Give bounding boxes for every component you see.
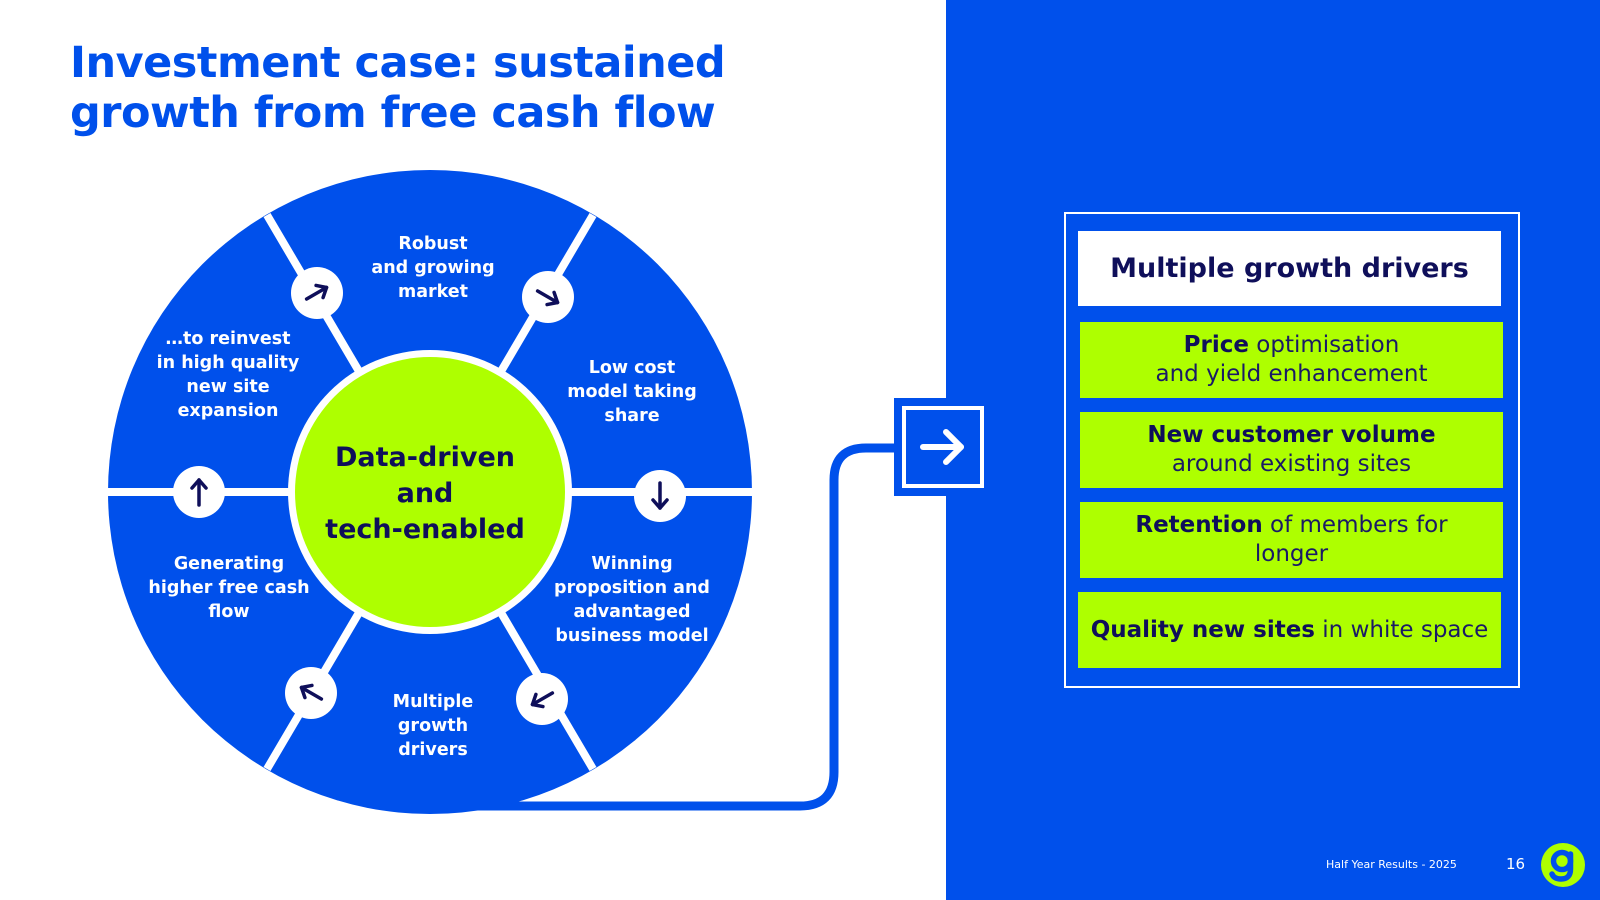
arrow-node-top-left bbox=[291, 267, 343, 319]
driver-price: Price optimisation and yield enhancement bbox=[1080, 322, 1503, 398]
arrow-node-right bbox=[634, 470, 686, 522]
arrow-node-bottom-left bbox=[285, 667, 337, 719]
driver-line-1: Price optimisation bbox=[1184, 331, 1400, 360]
driver-line-1: New customer volume bbox=[1147, 421, 1435, 450]
segment-multiple-growth-drivers: Multiple growth drivers bbox=[348, 690, 518, 762]
driver-keyword: New customer volume bbox=[1147, 422, 1436, 448]
arrow-node-bottom-right bbox=[516, 673, 568, 725]
segment-line: Low cost bbox=[588, 358, 676, 378]
segment-line: business model bbox=[555, 626, 709, 646]
wheel-hub bbox=[295, 357, 565, 627]
connector-line bbox=[430, 443, 900, 811]
segment-robust-market: Robust and growing market bbox=[348, 232, 518, 304]
driver-line-2: and yield enhancement bbox=[1155, 361, 1428, 387]
segment-line: new site bbox=[186, 377, 270, 397]
segment-line: …to reinvest bbox=[165, 329, 291, 349]
connector-arrow-frame bbox=[902, 406, 984, 488]
segment-line: market bbox=[397, 282, 469, 302]
segment-line: proposition and bbox=[554, 578, 710, 598]
segment-line: drivers bbox=[398, 740, 468, 760]
driver-text: of members for bbox=[1262, 512, 1448, 538]
wheel-center-label: Data-driven and tech-enabled bbox=[310, 440, 540, 548]
segment-line: and growing bbox=[371, 258, 495, 278]
segment-line: growth bbox=[397, 716, 469, 736]
segment-line: share bbox=[604, 406, 660, 426]
segment-line: Winning bbox=[591, 554, 673, 574]
brand-logo-icon bbox=[1541, 843, 1585, 887]
arrow-right-icon bbox=[920, 429, 964, 465]
driver-new-customer-volume: New customer volume around existing site… bbox=[1080, 412, 1503, 488]
segment-low-cost-model: Low cost model taking share bbox=[547, 356, 717, 428]
segment-free-cash-flow: Generating higher free cash flow bbox=[144, 552, 314, 624]
arrow-node-top-right bbox=[522, 271, 574, 323]
driver-line-2: longer bbox=[1254, 541, 1329, 567]
segment-line: Robust bbox=[398, 234, 468, 254]
driver-line-1: Quality new sites in white space bbox=[1091, 616, 1489, 645]
segment-reinvest: …to reinvest in high quality new site ex… bbox=[143, 327, 313, 423]
center-line: tech-enabled bbox=[325, 514, 525, 545]
arrow-node-left bbox=[173, 466, 225, 518]
driver-keyword: Retention bbox=[1135, 512, 1263, 538]
segment-winning-proposition: Winning proposition and advantaged busin… bbox=[547, 552, 717, 648]
driver-keyword: Quality new sites bbox=[1090, 616, 1315, 643]
page-number: 16 bbox=[1506, 855, 1526, 873]
segment-line: Multiple bbox=[392, 692, 474, 712]
growth-drivers-panel bbox=[1064, 212, 1520, 688]
driver-quality-new-sites: Quality new sites in white space bbox=[1078, 592, 1501, 668]
center-line: and bbox=[396, 478, 454, 509]
driver-line-1: Retention of members for bbox=[1135, 511, 1447, 540]
segment-line: expansion bbox=[177, 401, 279, 421]
driver-line-2: around existing sites bbox=[1171, 451, 1412, 477]
footer-text: Half Year Results - 2025 bbox=[1326, 858, 1457, 871]
growth-drivers-header: Multiple growth drivers bbox=[1078, 231, 1501, 306]
driver-text: in white space bbox=[1314, 616, 1489, 643]
segment-line: higher free cash bbox=[148, 578, 310, 598]
segment-line: advantaged bbox=[573, 602, 691, 622]
segment-line: flow bbox=[208, 602, 250, 622]
segment-line: Generating bbox=[173, 554, 285, 574]
driver-retention: Retention of members for longer bbox=[1080, 502, 1503, 578]
page-title: Investment case: sustained growth from f… bbox=[70, 38, 726, 138]
connector-arrow-box bbox=[894, 398, 992, 496]
driver-keyword: Price bbox=[1183, 332, 1249, 358]
segment-line: model taking bbox=[567, 382, 697, 402]
driver-text: optimisation bbox=[1249, 332, 1400, 358]
segment-line: in high quality bbox=[156, 353, 300, 373]
center-line: Data-driven bbox=[335, 442, 515, 473]
